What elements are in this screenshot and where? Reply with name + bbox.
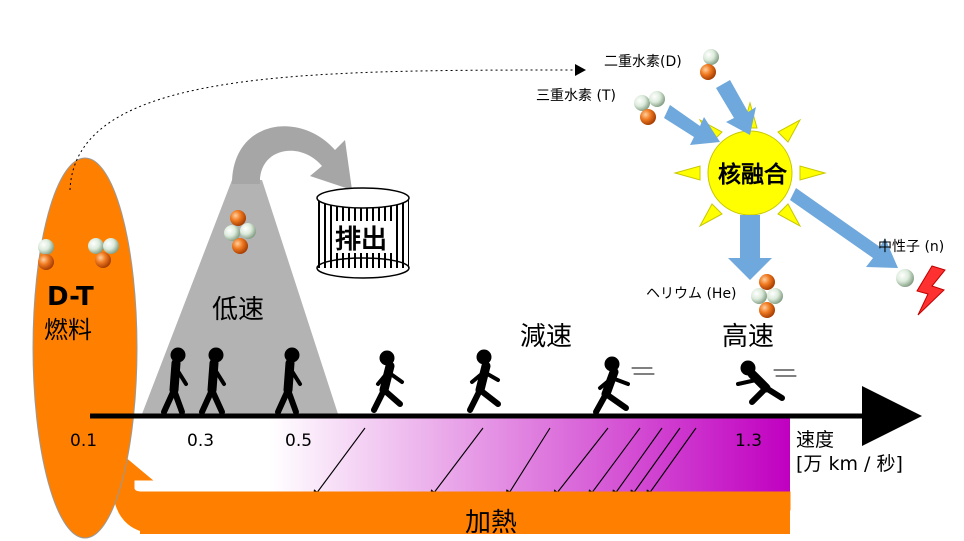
fuel-trajectory-dotted: [69, 69, 581, 191]
deuterium-atom: [700, 49, 719, 80]
sprinting-figure: [736, 360, 797, 405]
fusion-center-label: 核融合: [718, 161, 788, 188]
axis-tick-0-1: 0.1: [70, 431, 97, 451]
axis-tick-1-3: 1.3: [735, 431, 762, 451]
axis-unit: [万 km / 秒]: [796, 453, 903, 475]
exhaust-curved-arrow: [232, 126, 352, 190]
fusion-arrows: [664, 80, 898, 280]
exhaust-label: 排出: [335, 225, 387, 255]
running-figure-1: [371, 350, 404, 413]
helium-atom: [751, 274, 783, 318]
helium-label: ヘリウム (He): [646, 286, 737, 302]
walking-figure-1: [161, 347, 188, 415]
tritium-label: 三重水素 (T): [536, 88, 616, 104]
deuterium-label: 二重水素(D): [604, 54, 682, 70]
walking-figure-3: [275, 347, 302, 415]
neutron-ball: [896, 269, 914, 287]
label-deceleration: 減速: [520, 322, 572, 352]
running-figure-3: [593, 356, 655, 415]
fuel-label-dt: D-T: [47, 282, 94, 312]
deceleration-arrows: [312, 427, 697, 499]
neutron-label: 中性子 (n): [878, 239, 944, 255]
label-high-speed: 高速: [722, 322, 774, 352]
heating-arrow: [90, 454, 791, 534]
cone-atom: [224, 210, 256, 254]
fuel-atom-tritium: [88, 238, 119, 268]
axis-tick-0-3: 0.3: [187, 431, 214, 451]
walking-figure-2: [199, 347, 226, 415]
fuel-label-kanji: 燃料: [44, 316, 92, 344]
exhaust-barrel: [316, 187, 410, 279]
axis-tick-0-5: 0.5: [285, 431, 312, 451]
running-figure-2: [467, 349, 501, 413]
fuel-atom-deuterium: [38, 239, 54, 270]
heating-label: 加熱: [465, 508, 517, 538]
label-low-speed: 低速: [212, 295, 264, 325]
dt-fuel-ellipse: [32, 157, 138, 539]
axis-title: 速度: [796, 429, 834, 451]
lightning-icon: [916, 265, 946, 316]
tritium-atom: [634, 91, 665, 125]
